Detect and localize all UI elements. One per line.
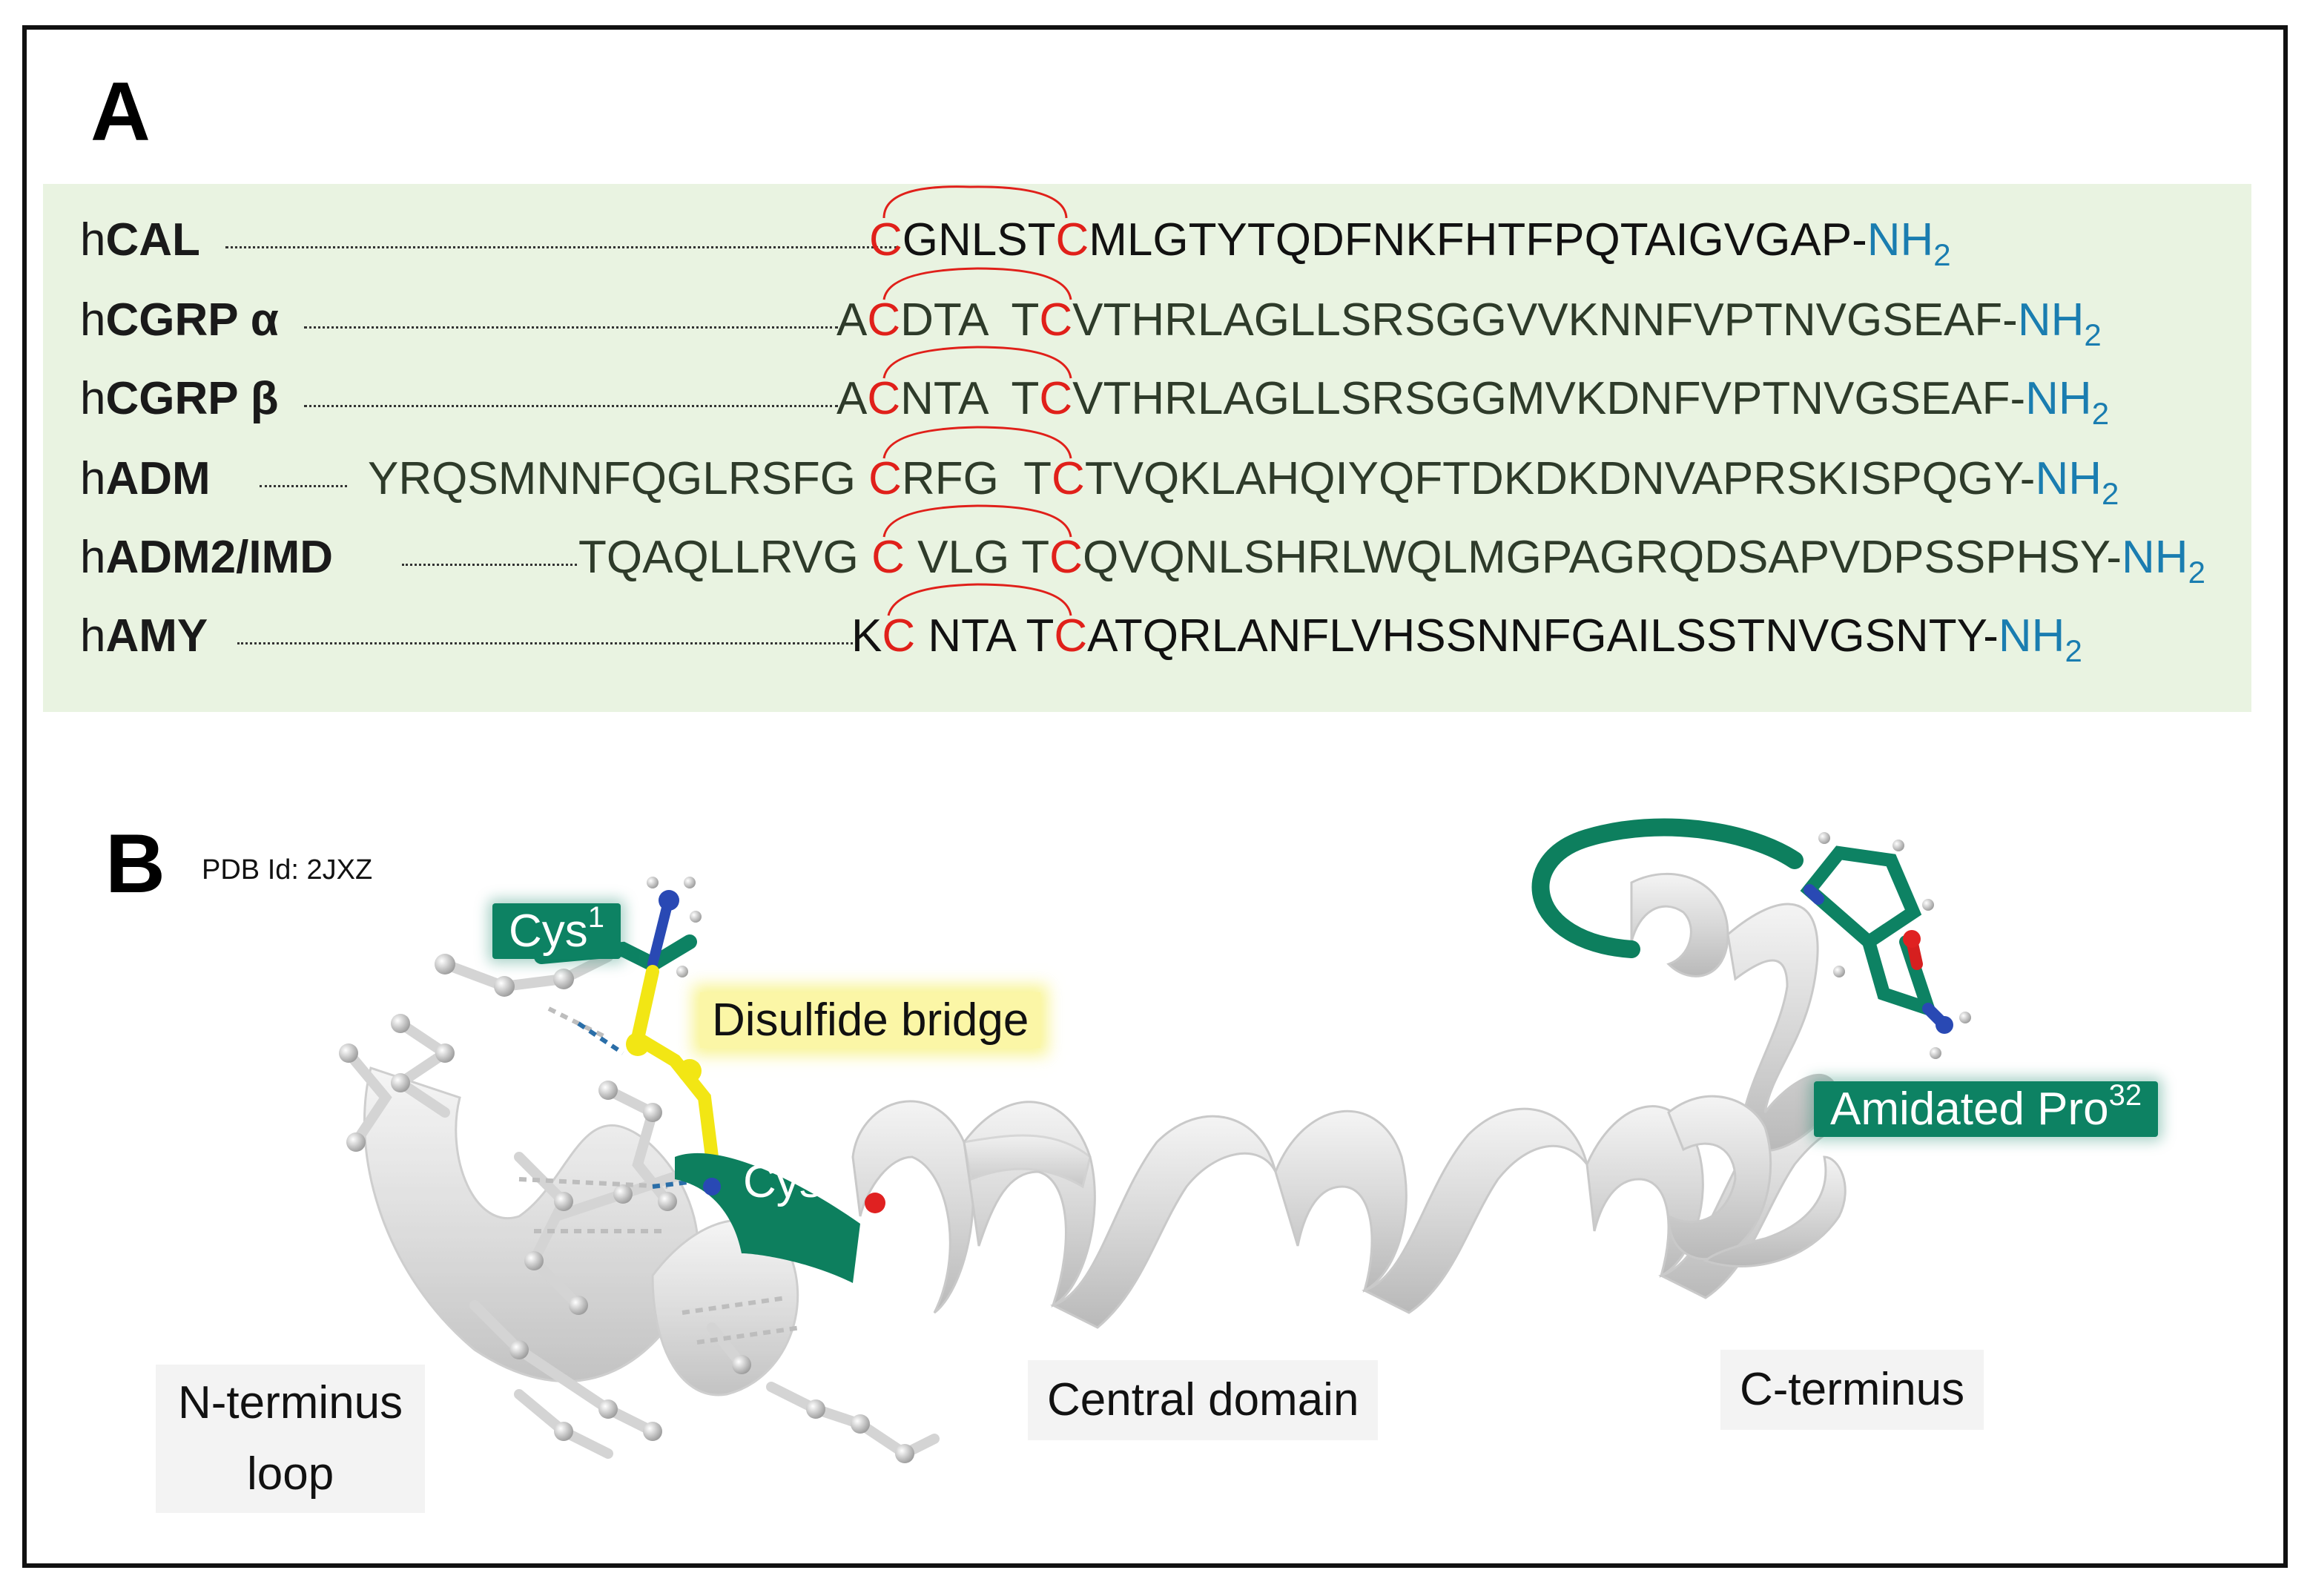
peptide-name: hCGRP α xyxy=(80,294,279,346)
amidated-pro32-label: Amidated Pro32 xyxy=(1814,1081,2159,1137)
cys1-amine-atom xyxy=(659,890,679,911)
leader-dots xyxy=(304,326,838,329)
peptide-name: hCGRP β xyxy=(80,373,279,424)
polar-contact-dashes xyxy=(577,1021,713,1189)
disulfide-arc-hcgrp-alpha xyxy=(882,267,1072,300)
peptide-sequence: TQAQLLRVG C VLG TCQVQNLSHRLWQLMGPAGRQDSA… xyxy=(578,532,2205,590)
disulfide-arc-hamy xyxy=(887,583,1072,616)
leader-dots xyxy=(402,564,577,566)
peptide-sequence: ACNTA TCVTHRLAGLLSRSGGMVKDNFVPTNVGSEAF-N… xyxy=(836,373,2110,431)
c-terminus-label: C-terminus xyxy=(1720,1350,1984,1430)
sequence-row-hcgrp-alpha: hCGRP α ACDTA TCVTHRLAGLLSRSGGVVKNNFVPTN… xyxy=(43,294,2251,368)
sequence-row-hcal: hCAL CGNLSTCMLGTYTQDFNKFHTFPQTAIGVGAP-NH… xyxy=(43,214,2251,288)
cys1-label: Cys1 xyxy=(492,903,621,959)
pdb-id-label: PDB Id: 2JXZ xyxy=(202,854,373,886)
cys7-label: Cys7 xyxy=(743,1152,839,1207)
sequence-row-hadm2-imd: hADM2/IMD TQAQLLRVG C VLG TCQVQNLSHRLWQL… xyxy=(43,531,2251,605)
pro32-ball-and-stick xyxy=(1800,832,1971,1059)
panel-a-letter: A xyxy=(90,65,151,158)
peptide-name: hADM xyxy=(80,453,211,504)
disulfide-arcs xyxy=(882,185,1072,616)
c-terminus-green-loop xyxy=(1531,818,1804,958)
peptide-sequence: CGNLSTCMLGTYTQDFNKFHTFPQTAIGVGAP-NH2 xyxy=(869,214,1951,272)
cys7-oxygen-atom xyxy=(865,1193,885,1213)
disulfide-arc-hcgrp-beta xyxy=(882,346,1072,379)
sequence-row-hcgrp-beta: hCGRP β ACNTA TCVTHRLAGLLSRSGGMVKDNFVPTN… xyxy=(43,372,2251,446)
leader-dots xyxy=(225,246,897,248)
side-chain-atoms xyxy=(339,954,914,1463)
disulfide-arc-hadm xyxy=(882,426,1072,459)
peptide-name: hCAL xyxy=(80,214,200,266)
n-terminus-ribbon xyxy=(363,1066,799,1396)
cys7-segment xyxy=(675,1153,860,1283)
peptide-sequence: YRQSMNNFQGLRSFG CRFG TCTVQKLAHQIYQFTDKDK… xyxy=(368,453,2119,511)
leader-dots xyxy=(304,405,838,407)
disulfide-sticks xyxy=(630,965,719,1164)
sequence-row-hamy: hAMY KC NTA TCATQRLANFLVHSSNNFGAILSSTNVG… xyxy=(43,610,2251,684)
peptide-sequence: KC NTA TCATQRLANFLVHSSNNFGAILSSTNVGSNTY-… xyxy=(851,610,2082,668)
leader-dots xyxy=(237,642,853,644)
disulfide-arc-hcal xyxy=(882,185,1068,219)
c-terminus-ribbon xyxy=(1630,872,1847,1267)
peptide-name: hAMY xyxy=(80,610,208,662)
disulfide-arc-hadm2 xyxy=(882,504,1072,538)
central-domain-label: Central domain xyxy=(1028,1360,1379,1440)
panel-b-letter: B xyxy=(105,817,165,910)
sequence-alignment-panel: hCAL CGNLSTCMLGTYTQDFNKFHTFPQTAIGVGAP-NH… xyxy=(43,184,2251,712)
peptide-sequence: ACDTA TCVTHRLAGLLSRSGGVVKNNFVPTNVGSEAF-N… xyxy=(836,294,2102,352)
peptide-name: hADM2/IMD xyxy=(80,532,334,583)
leader-dots xyxy=(260,485,347,487)
disulfide-bridge-label: Disulfide bridge xyxy=(700,992,1041,1048)
sequence-row-hadm: hADM YRQSMNNFQGLRSFG CRFG TCTVQKLAHQIYQF… xyxy=(43,452,2251,527)
